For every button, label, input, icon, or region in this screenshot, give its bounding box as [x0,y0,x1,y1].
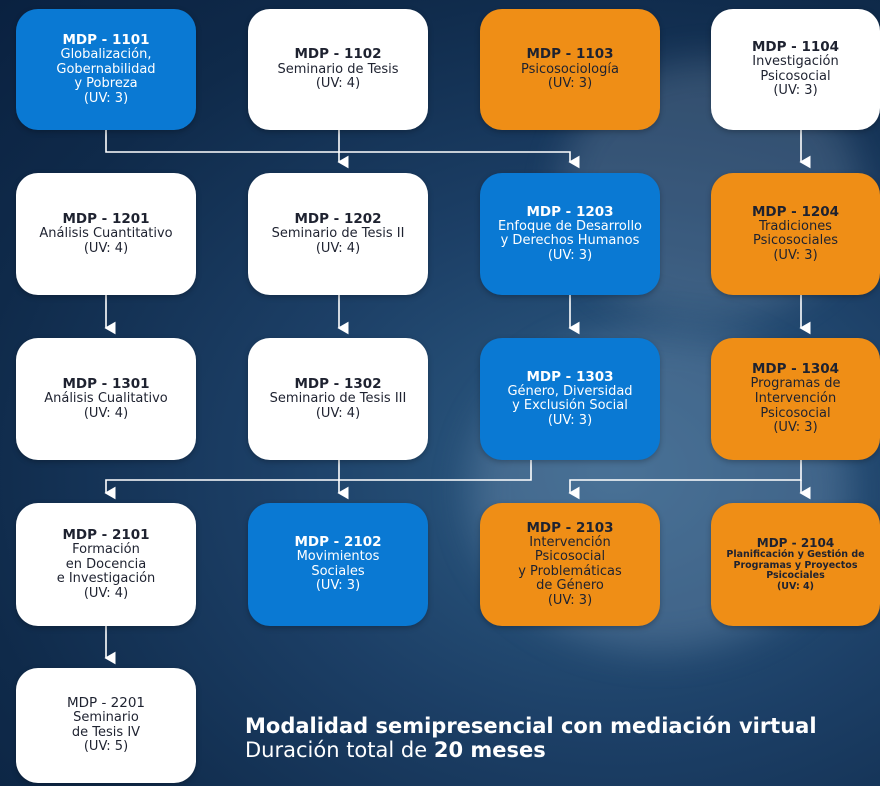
course-title: Investigación Psicosocial [752,54,839,84]
course-credits: (UV: 4) [83,585,129,601]
connector-1303-to-2102 [337,460,532,500]
course-credits: (UV: 3) [547,412,593,428]
footer-duration: Duración total de 20 meses [245,738,817,762]
course-credits: (UV: 3) [315,578,361,594]
course-title: Seminario de Tesis IV [71,710,141,740]
course-code: MDP - 2101 [62,526,150,543]
course-code: MDP - 1104 [751,39,840,56]
course-credits: (UV: 4) [315,240,361,256]
course-credits: (UV: 4) [315,76,361,92]
course-code: MDP - 1201 [62,210,150,227]
course-credits: (UV: 3) [773,247,818,263]
footer-caption: Modalidad semipresencial con mediación v… [245,714,817,762]
footer-modality: Modalidad semipresencial con mediación v… [245,714,817,738]
course-title: Seminario de Tesis [277,61,399,77]
course-title: Programas de Intervención Psicosocial [750,376,841,421]
course-code: MDP - 1202 [294,210,382,227]
course-title: Psicosociología [521,61,619,77]
course-title: Movimientos Sociales [296,549,380,579]
course-credits: (UV: 4) [315,405,361,421]
course-code: MDP - 1204 [751,203,840,220]
course-credits: (UV: 4) [776,580,815,592]
course-credits: (UV: 3) [547,592,593,608]
course-credits: (UV: 3) [83,90,129,106]
course-code: MDP - 1304 [751,361,840,378]
footer-duration-prefix: Duración total de [245,738,434,762]
course-code: MDP - 1301 [62,375,150,392]
connector-1101-to-row2 [105,130,580,169]
course-code: MDP - 2102 [294,534,382,551]
course-code: MDP - 1302 [294,375,382,392]
connector-1304-to-2103 [568,460,802,500]
course-code: MDP - 1203 [526,203,614,220]
course-title: Análisis Cualitativo [44,391,168,406]
course-title: Tradiciones Psicosociales [753,218,838,249]
connector-1302-to-2101 [104,460,340,500]
course-title: Planificación y Gestión de Programas y P… [726,548,865,582]
course-credits: (UV: 4) [83,240,129,256]
course-code: MDP - 2201 [67,695,145,712]
course-code: MDP - 1103 [526,46,614,63]
course-title: Seminario de Tesis III [269,391,407,406]
course-credits: (UV: 4) [83,405,129,421]
course-title: Formación en Docencia e Investigación [56,541,156,587]
course-title: Globalización, Gobernabilidad y Pobreza [56,46,156,92]
course-title: Análisis Cuantitativo [39,226,173,241]
course-code: MDP - 1101 [62,31,150,48]
course-title: Enfoque de Desarrollo y Derechos Humanos [497,218,643,249]
course-title: Seminario de Tesis II [271,226,405,241]
footer-duration-value: 20 meses [433,738,546,762]
course-credits: (UV: 3) [773,83,818,99]
course-title: Intervención Psicosocial y Problemáticas… [518,534,622,594]
course-code: MDP - 2103 [526,519,614,536]
course-credits: (UV: 5) [83,739,129,755]
course-credits: (UV: 3) [547,247,593,263]
course-credits: (UV: 3) [773,420,818,436]
course-title: Género, Diversidad y Exclusión Social [507,383,633,414]
course-code: MDP - 1303 [526,368,614,385]
course-credits: (UV: 3) [547,76,593,92]
course-code: MDP - 1102 [294,46,382,63]
course-code: MDP - 2104 [756,535,835,550]
